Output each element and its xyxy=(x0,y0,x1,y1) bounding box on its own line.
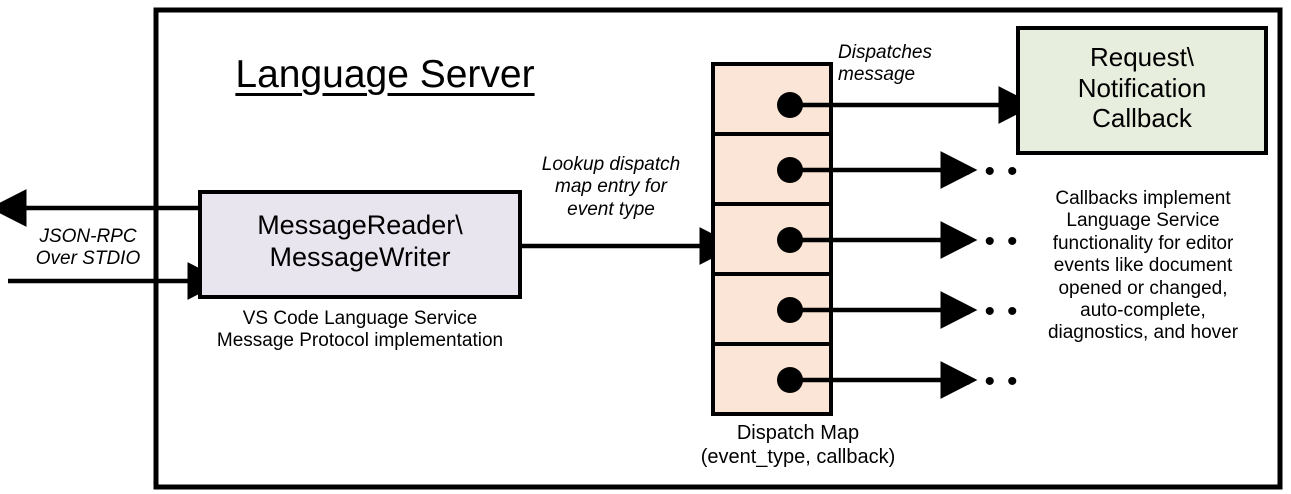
callback-box-caption: Callbacks implement Language Service fun… xyxy=(1047,188,1239,344)
ellipsis-row-4: • • • xyxy=(962,295,1021,328)
language-server-frame xyxy=(153,7,1283,490)
edge-label-dispatches-message: Dispatches message xyxy=(838,42,932,86)
edge-label-jsonrpc-stdio: JSON-RPC Over STDIO xyxy=(35,226,141,270)
edge-label-lookup-dispatch: Lookup dispatch map entry for event type xyxy=(541,154,681,220)
page-title: Language Server xyxy=(235,53,535,96)
dispatch-map-table[interactable] xyxy=(711,62,833,416)
dispatch-map-caption: Dispatch Map (event_type, callback) xyxy=(700,422,896,468)
callback-box-label: Request\ Notification Callback xyxy=(1077,42,1207,134)
message-reader-writer-label: MessageReader\ MessageWriter xyxy=(257,210,463,272)
dispatch-map-cell-1[interactable] xyxy=(711,62,833,136)
message-reader-writer-box[interactable] xyxy=(198,190,522,299)
ellipsis-row-3: • • • xyxy=(962,225,1021,258)
ellipsis-row-2: • • • xyxy=(962,155,1021,188)
ellipsis-row-5: • • • xyxy=(962,365,1021,398)
request-notification-callback-box[interactable] xyxy=(1016,26,1268,155)
message-reader-writer-caption: VS Code Language Service Message Protoco… xyxy=(216,308,504,352)
